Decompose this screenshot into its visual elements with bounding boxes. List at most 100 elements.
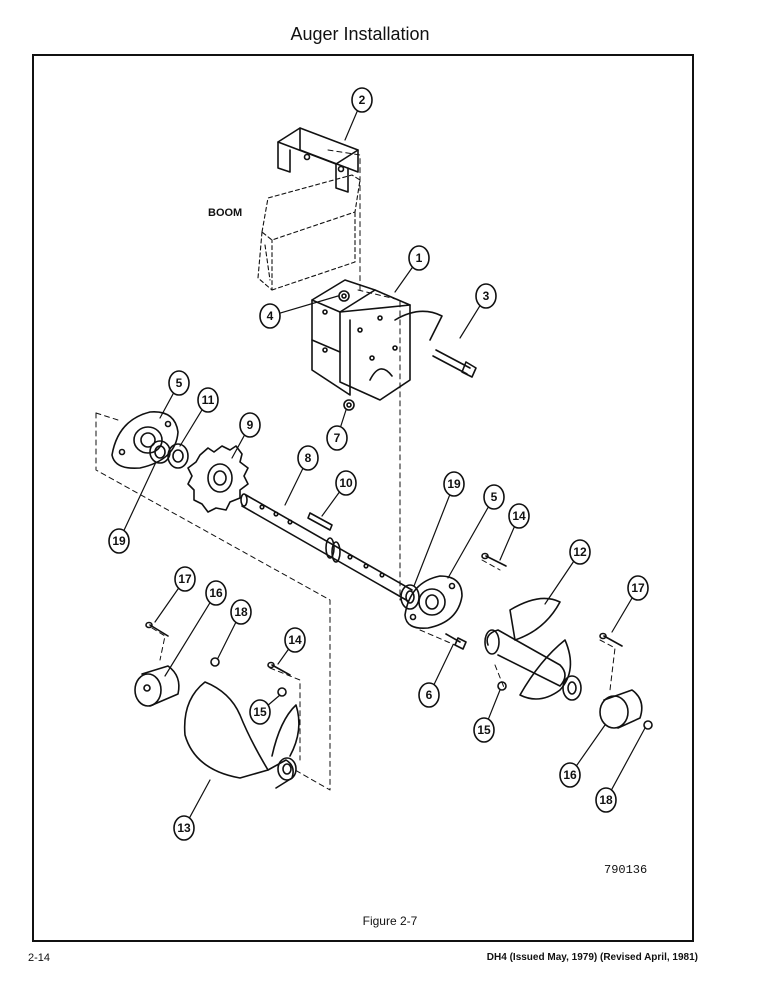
callout-leader-line — [231, 434, 246, 459]
callout-number: 8 — [305, 451, 312, 465]
part-callout-13: 13 — [173, 779, 211, 841]
part-callout-10: 10 — [321, 470, 357, 517]
callout-leader-line — [611, 596, 634, 633]
collar-part-right — [400, 584, 420, 610]
nut-part-15-left — [277, 687, 287, 697]
collar-part-left — [149, 440, 171, 464]
callout-number: 16 — [563, 768, 577, 782]
callout-number: 19 — [112, 534, 126, 548]
part-callout-19: 19 — [413, 471, 465, 587]
part-callout-16: 16 — [164, 580, 227, 677]
callout-leader-line — [459, 304, 481, 339]
callout-leader-line — [394, 266, 414, 293]
callout-circle — [418, 682, 440, 708]
callout-leader-line — [339, 409, 347, 429]
callout-number: 5 — [491, 490, 498, 504]
callout-circle — [249, 699, 271, 725]
callout-leader-line — [267, 694, 281, 706]
part-callout-14: 14 — [277, 627, 306, 665]
part-callout-17: 17 — [611, 575, 649, 633]
part-callout-18: 18 — [217, 599, 252, 659]
callout-leader-line — [544, 560, 575, 605]
callout-circle — [239, 412, 261, 438]
bolt-part-14-right — [481, 552, 507, 567]
flange-bearing-part-left — [111, 411, 179, 470]
callout-circle — [335, 470, 357, 496]
callout-leader-line — [188, 779, 211, 819]
callout-number: 7 — [334, 431, 341, 445]
callout-leader-line — [321, 491, 341, 517]
part-callout-18: 18 — [595, 727, 646, 813]
callout-leader-line — [447, 505, 490, 579]
callout-leader-line — [279, 295, 339, 314]
callout-number: 14 — [512, 509, 526, 523]
part-callout-14: 14 — [499, 503, 530, 561]
callout-number: 5 — [176, 376, 183, 390]
mounting-bracket-part — [311, 279, 443, 401]
callout-circle — [443, 471, 465, 497]
nut-part-7 — [343, 399, 355, 411]
callout-number: 2 — [359, 93, 366, 107]
spacer-part — [167, 443, 189, 469]
part-callout-16: 16 — [559, 724, 606, 788]
callout-number: 17 — [631, 581, 645, 595]
callout-leader-line — [575, 724, 606, 767]
callout-number: 3 — [483, 289, 490, 303]
callout-circle — [108, 528, 130, 554]
callout-leader-line — [154, 587, 180, 623]
nut-part-18-left — [210, 657, 220, 667]
callout-number: 4 — [267, 309, 274, 323]
callout-circle — [173, 815, 195, 841]
callout-number: 17 — [178, 572, 192, 586]
boom-phantom — [257, 174, 361, 291]
figure-frame — [32, 54, 694, 942]
callout-circle — [205, 580, 227, 606]
nut-part-15-right — [497, 681, 507, 691]
callout-leader-line — [487, 689, 501, 721]
part-callout-1: 1 — [394, 245, 430, 293]
cap-part-16-left — [134, 665, 180, 707]
part-callout-11: 11 — [179, 387, 219, 447]
callout-circle — [230, 599, 252, 625]
key-part — [307, 512, 333, 531]
callout-leader-line — [159, 392, 175, 419]
callout-leader-line — [277, 648, 290, 665]
part-callout-5: 5 — [159, 370, 190, 419]
part-callout-12: 12 — [544, 539, 591, 605]
part-callout-17: 17 — [154, 566, 196, 623]
callout-leader-line — [344, 109, 359, 141]
callout-circle — [326, 425, 348, 451]
cap-part-16-right — [599, 689, 643, 729]
drawing-number: 790136 — [604, 863, 648, 877]
callout-leader-line — [413, 493, 451, 587]
callout-number: 15 — [477, 723, 491, 737]
part-callout-3: 3 — [459, 283, 497, 339]
sprocket-part — [187, 445, 249, 513]
callout-leader-line — [179, 408, 203, 447]
boom-label: BOOM — [208, 207, 242, 219]
part-callout-7: 7 — [326, 409, 348, 451]
callout-circle — [508, 503, 530, 529]
part-callout-4: 4 — [259, 295, 339, 329]
callout-number: 16 — [209, 586, 223, 600]
callout-circle — [569, 539, 591, 565]
auger-flight-part-13 — [183, 681, 300, 789]
document-reference: DH4 (Issued May, 1979) (Revised April, 1… — [486, 952, 698, 963]
callout-circle — [197, 387, 219, 413]
part-callout-8: 8 — [284, 445, 319, 506]
assembly-guide-lines — [95, 149, 616, 791]
nut-part-4 — [338, 290, 350, 302]
page-title: Auger Installation — [290, 24, 430, 44]
callout-number: 18 — [599, 793, 613, 807]
callout-circle — [174, 566, 196, 592]
nut-part-18-right — [643, 720, 653, 730]
callout-number: 12 — [573, 545, 587, 559]
bolt-part-6 — [445, 633, 467, 650]
part-callout-19: 19 — [108, 461, 157, 554]
callout-circle — [168, 370, 190, 396]
callout-circle — [595, 787, 617, 813]
bolt-part-14-left — [267, 661, 291, 676]
callout-leader-line — [610, 727, 646, 791]
clamp-channel-part — [277, 127, 359, 193]
